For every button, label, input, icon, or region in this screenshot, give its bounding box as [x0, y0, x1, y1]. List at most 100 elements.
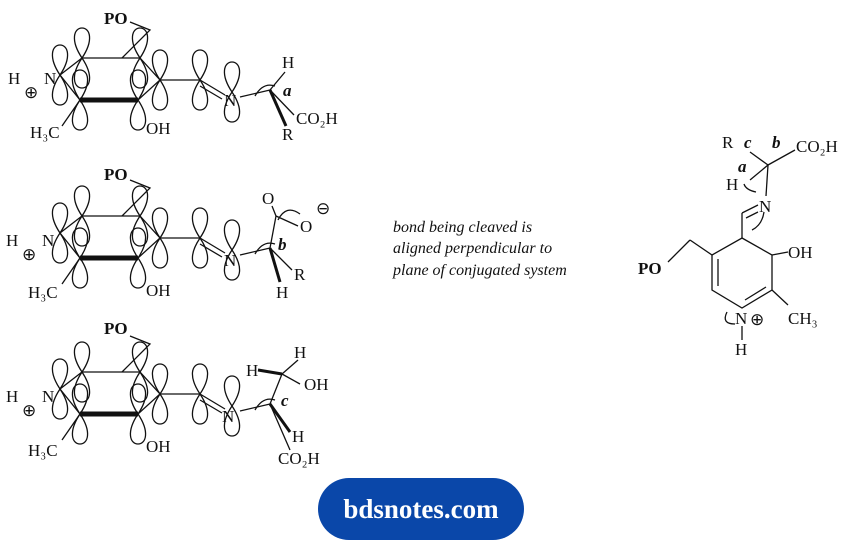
curved-arrow [751, 211, 765, 231]
bond [121, 21, 152, 59]
bond [771, 251, 789, 256]
bond-c-label: c [744, 133, 752, 152]
orbital-structures [51, 21, 301, 451]
oh-label: OH [146, 281, 171, 300]
bond-a-label: a [283, 81, 292, 100]
caption-line: bond being cleaved is [393, 219, 532, 236]
p-orbital-lobe [191, 49, 209, 81]
p-orbital-lobe [131, 185, 149, 217]
bond [771, 289, 789, 306]
h-label: H [726, 175, 738, 194]
p-orbital-lobe [51, 44, 69, 76]
ring-n-label: N [735, 309, 747, 328]
site-badge[interactable]: bdsnotes.com [318, 478, 524, 540]
p-orbital-lobe [51, 74, 69, 106]
bond [61, 413, 81, 441]
n-label: N [44, 69, 56, 88]
p-orbital-lobe [151, 79, 169, 111]
p-orbital-lobe [73, 185, 91, 217]
p-orbital-lobe [191, 363, 209, 395]
h-label: H [294, 343, 306, 362]
p-orbital-lobe [129, 227, 147, 259]
o-label: O [262, 189, 274, 208]
bond [281, 373, 301, 385]
p-orbital-lobe [223, 91, 241, 123]
curved-arrow [724, 311, 736, 325]
plus-charge: ⊕ [24, 83, 38, 102]
p-orbital-lobe [151, 207, 169, 239]
o-minus-label: O [300, 217, 312, 236]
p-orbital-lobe [73, 341, 91, 373]
caption: bond being cleaved is aligned perpendicu… [392, 219, 567, 279]
p-orbital-lobe [131, 341, 149, 373]
wedge-bond [257, 368, 283, 376]
p-orbital-lobe [151, 237, 169, 269]
p-orbital-lobe [71, 69, 89, 101]
bond-a-label: a [738, 157, 747, 176]
caption-line: plane of conjugated system [392, 262, 567, 279]
h-label: H [246, 361, 258, 380]
p-orbital-lobe [191, 393, 209, 425]
curved-arrow [277, 209, 301, 221]
bond [61, 257, 81, 285]
p-orbital-lobe [51, 388, 69, 420]
plus-charge: ⊕ [750, 310, 764, 329]
bond-c [749, 151, 769, 166]
p-orbital-lobe [129, 257, 147, 289]
p-orbital-lobe [151, 393, 169, 425]
po-label: PO [638, 259, 662, 278]
h-label: H [6, 231, 18, 250]
bond-a [269, 71, 286, 91]
h-label: H [292, 427, 304, 446]
minus-charge: ⊖ [316, 199, 330, 218]
bond [269, 247, 293, 271]
p-orbital-lobe [223, 375, 241, 407]
double-bond [199, 243, 223, 258]
po-label: PO [104, 9, 128, 28]
bond [765, 164, 769, 197]
plus-charge: ⊕ [22, 245, 36, 264]
plus-charge: ⊕ [22, 401, 36, 420]
ch3-label: CH₃ [788, 309, 818, 328]
bond-b [269, 215, 277, 249]
p-orbital-lobe [223, 249, 241, 281]
p-orbital-lobe [191, 237, 209, 269]
imine-n-label: N [224, 251, 236, 270]
bond [199, 237, 226, 254]
co2h-label: CO₂H [796, 137, 838, 156]
oh-label: OH [146, 119, 171, 138]
bond [199, 79, 226, 96]
imine-n-label: N [222, 407, 234, 426]
imine-n-label: N [759, 197, 771, 216]
wedge-bond [268, 89, 288, 127]
bond [239, 247, 271, 256]
structure-2-labels: PO H N ⊕ H₃C OH N O O ⊖ b R H [6, 165, 330, 302]
po-label: PO [104, 319, 128, 338]
curved-arrow [743, 183, 757, 193]
p-orbital-lobe [73, 27, 91, 59]
bond [121, 335, 152, 373]
p-orbital-lobe [129, 413, 147, 445]
p-orbital-lobe [71, 227, 89, 259]
p-orbital-lobe [51, 232, 69, 264]
double-bond [744, 286, 767, 301]
h-label: H [735, 340, 747, 359]
p-orbital-lobe [71, 413, 89, 445]
structure-1-labels: PO H N ⊕ H₃C OH N H a CO₂H R [8, 9, 338, 144]
co2h-label: CO₂H [296, 109, 338, 128]
curved-arrow [254, 398, 276, 411]
p-orbital-lobe [191, 79, 209, 111]
imine-n-label: N [224, 91, 236, 110]
n-label: N [42, 231, 54, 250]
bond-b-label: b [278, 235, 287, 254]
h-label: H [8, 69, 20, 88]
p-orbital-lobe [129, 69, 147, 101]
p-orbital-lobe [223, 405, 241, 437]
oh-label: OH [304, 375, 329, 394]
bond-b-label: b [772, 133, 781, 152]
bond [269, 403, 291, 451]
r-label: R [722, 133, 734, 152]
p-orbital-lobe [151, 49, 169, 81]
p-orbital-lobe [131, 27, 149, 59]
